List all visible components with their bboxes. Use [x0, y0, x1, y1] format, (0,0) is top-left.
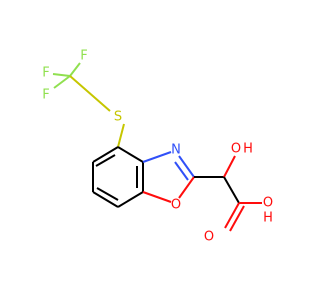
- atom-n: N: [171, 143, 181, 158]
- bond-ch-cooh: [223, 176, 240, 204]
- atom-f-top: F: [80, 49, 87, 64]
- bond-n-c2-inner: [174, 161, 189, 181]
- bond-ch-oh: [223, 155, 236, 178]
- bond-benz-3: [92, 191, 119, 208]
- bond-c-o-carbonyl-2: [229, 205, 245, 232]
- bond-n-c2: [178, 155, 195, 178]
- bond-cf3-f-left-bottom: [53, 75, 71, 89]
- bond-s-ring: [117, 123, 125, 148]
- bond-c-o-carbonyl: [224, 202, 240, 229]
- atom-o-ring: O: [171, 198, 181, 213]
- bond-c2-o: [178, 176, 195, 199]
- atom-o-acid: O: [263, 196, 273, 211]
- atom-s: S: [114, 110, 122, 125]
- bond-benz-4: [117, 191, 144, 208]
- bond-benz-3-inner: [96, 187, 119, 201]
- bond-c3a-n: [142, 151, 172, 163]
- bond-cf3-s: [69, 75, 111, 112]
- atom-f-left-top: F: [42, 66, 49, 81]
- atom-f-left-bottom: F: [42, 88, 49, 103]
- atom-h-acid: H: [263, 211, 273, 226]
- bond-cf3-f-top: [69, 62, 81, 77]
- bond-benz-6: [117, 146, 144, 163]
- atom-o-carbonyl: O: [204, 230, 214, 245]
- molecule-diagram: F F F S N O O H O O H: [42, 49, 273, 245]
- atom-h-hydroxyl: H: [243, 142, 253, 157]
- bond-benz-1: [92, 146, 119, 163]
- bond-o-c7a: [142, 191, 172, 203]
- atom-o-hydroxyl: O: [231, 142, 241, 157]
- bond-benz-1-inner: [95, 154, 116, 167]
- bond-cf3-f-left-top: [52, 73, 71, 77]
